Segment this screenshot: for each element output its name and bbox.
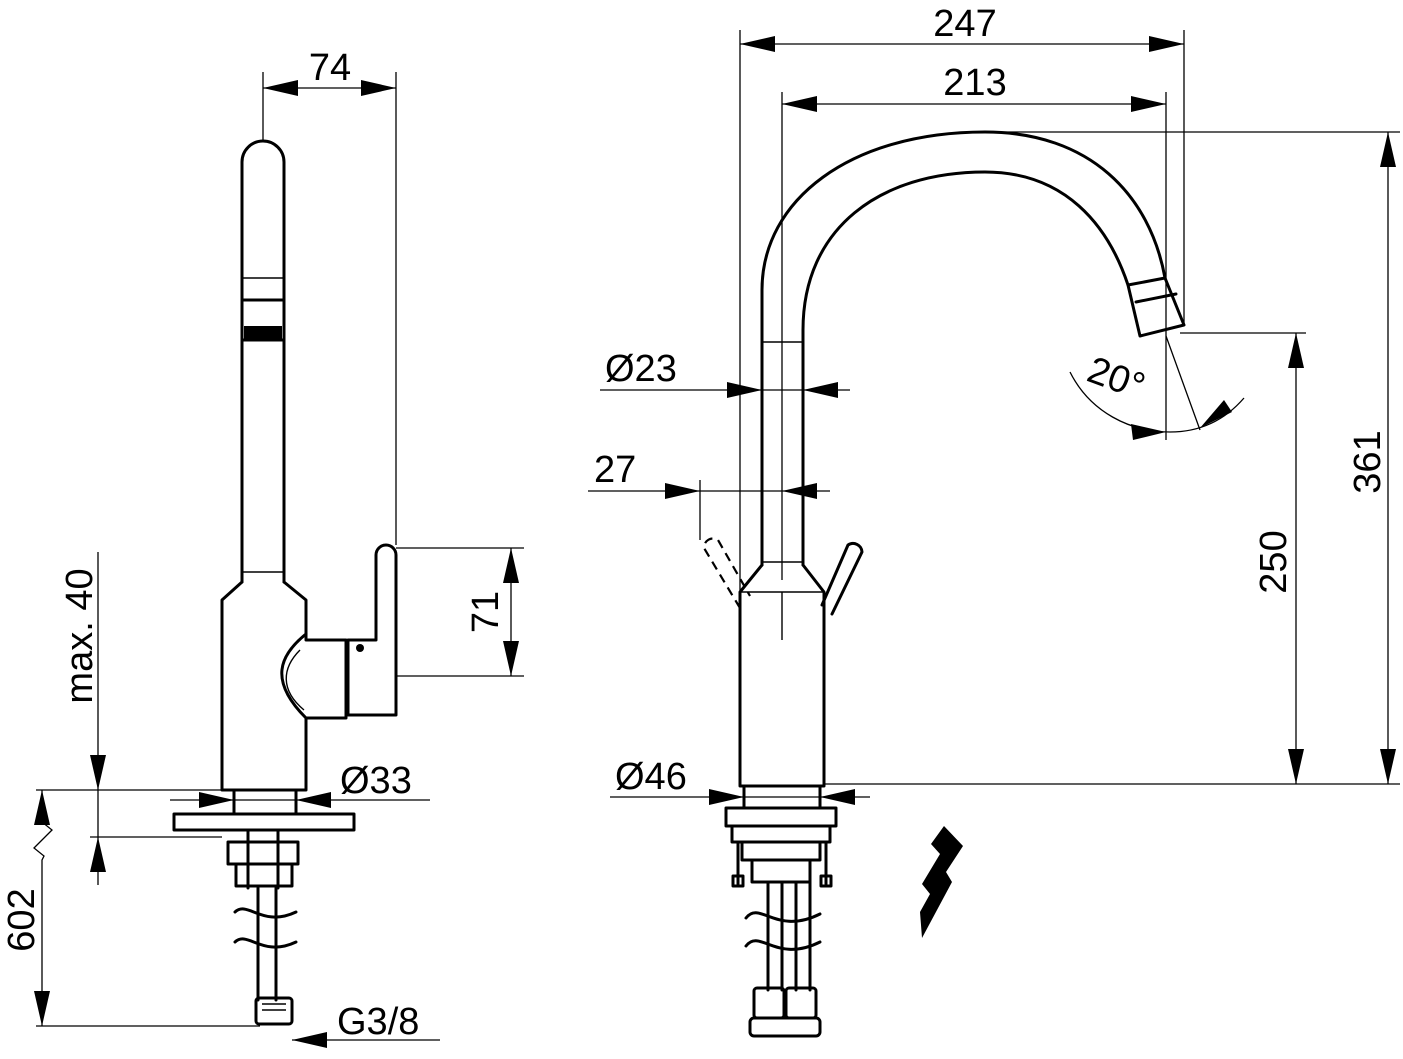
side-dimensions: 74 71 max. 40 602 Ø33 G3/8 [1,47,524,1048]
dim-base-diameter: Ø33 [340,760,412,802]
dim-spout-reach: 213 [943,62,1006,104]
front-bracket-lower [740,840,822,862]
side-view [172,139,398,1026]
dim-side-width: 74 [309,47,351,89]
front-hose-break-1 [744,911,822,923]
dim-hose-length: 602 [1,888,43,951]
front-fitting-1 [752,986,786,1020]
side-nut [226,840,300,866]
dim-lever-offset: 27 [594,449,636,491]
dim-max-deck: max. 40 [59,568,101,703]
front-dimensions: 247 213 Ø23 27 20° 250 [588,3,1400,805]
front-aerator [1126,276,1186,338]
side-hose-break-2 [233,937,298,949]
dim-swivel-angle: 20° [1082,349,1150,408]
dim-overall-reach: 247 [933,3,996,45]
front-lever [820,541,864,616]
front-view [702,130,1186,1038]
side-deck-plate [172,812,356,832]
dim-overall-height: 361 [1347,430,1389,493]
dim-body-diameter: Ø46 [615,756,687,798]
dim-outlet-height: 250 [1253,530,1295,593]
front-bracket [730,824,832,844]
side-lever-screw [356,644,364,652]
side-body [220,580,348,792]
front-nut [750,858,812,884]
front-lever-alt [702,537,751,609]
side-body-recess [280,632,308,720]
side-lever [346,543,398,717]
side-hose-break-1 [233,907,298,919]
side-body-recess-inner [285,649,305,711]
lightning-icon [920,826,963,938]
front-fitting-2 [784,986,818,1020]
front-hose-break-2 [744,939,822,951]
dim-thread: G3/8 [337,1001,419,1043]
side-aerator-dark [244,326,282,340]
side-spout-tube [240,139,286,584]
side-aerator [240,298,286,342]
dim-lever-height: 71 [465,591,507,633]
side-hose-fitting [254,996,294,1026]
front-plate [724,806,838,828]
front-spout-outer [760,130,1167,567]
dim-spout-diameter: Ø23 [605,348,677,390]
front-spout-inner [801,170,1130,567]
side-nut-lower [234,862,294,888]
side-base-neck [232,788,298,816]
